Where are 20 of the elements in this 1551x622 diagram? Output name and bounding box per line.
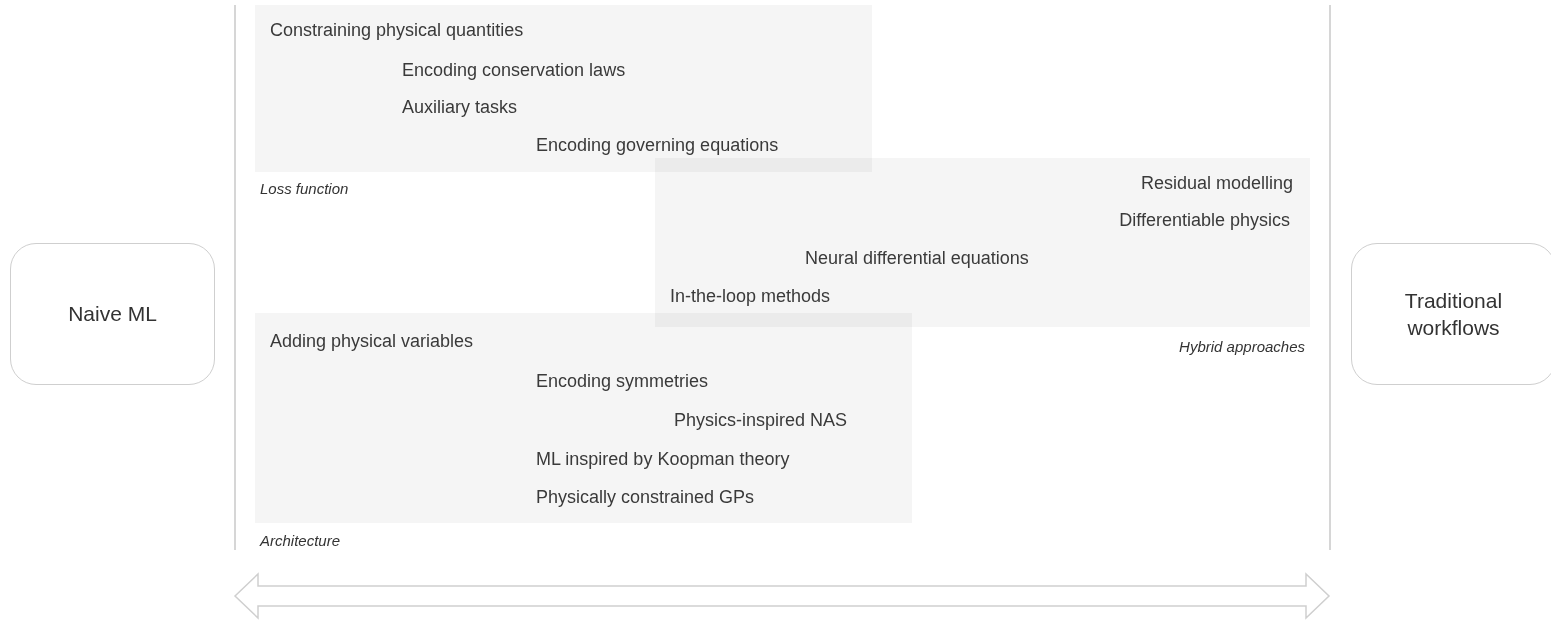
- method-label: Differentiable physics: [1119, 209, 1290, 231]
- method-label: Encoding symmetries: [536, 370, 709, 392]
- method-label: Encoding conservation laws: [402, 59, 626, 81]
- box-label: Traditional workflows: [1403, 287, 1504, 341]
- band-heading: Hybrid approaches: [1179, 338, 1305, 356]
- rounded-box: [1351, 243, 1551, 385]
- method-label: Adding physical variables: [270, 330, 474, 352]
- band-heading: Loss function: [260, 180, 349, 198]
- band-heading: Architecture: [260, 532, 341, 550]
- rounded-box: [10, 243, 215, 385]
- box-label: Naive ML: [68, 301, 157, 328]
- method-label: Residual modelling: [1140, 172, 1293, 194]
- method-label: In-the-loop methods: [670, 285, 831, 307]
- method-label: Constraining physical quantities: [270, 19, 524, 41]
- method-label: Auxiliary tasks: [402, 96, 518, 118]
- method-label: Physically constrained GPs: [536, 486, 755, 508]
- method-label: Encoding governing equations: [536, 134, 779, 156]
- method-label: Neural differential equations: [805, 247, 1029, 269]
- method-label: ML inspired by Koopman theory: [536, 448, 790, 470]
- method-label: Physics-inspired NAS: [674, 409, 848, 431]
